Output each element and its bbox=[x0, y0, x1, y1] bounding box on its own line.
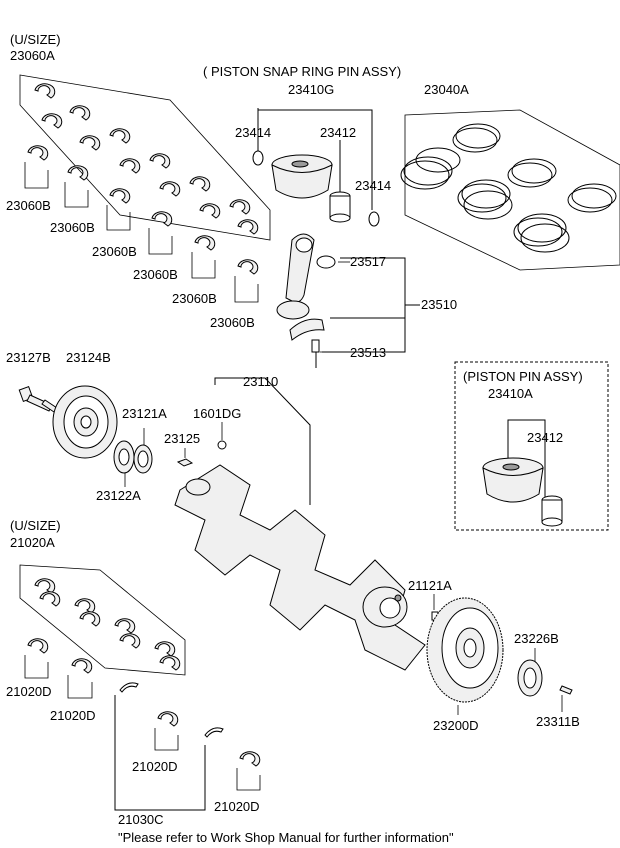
snap-ring-left bbox=[252, 150, 264, 166]
woodruff-key bbox=[176, 458, 194, 467]
label-23412-b: 23412 bbox=[527, 430, 563, 445]
label-23414-a: 23414 bbox=[235, 125, 271, 140]
piston-snap-ring-pin-assy bbox=[252, 108, 380, 227]
piston-pin-assy-box bbox=[454, 361, 609, 531]
piston-pin-lower bbox=[541, 495, 563, 527]
label-23410G: 23410G bbox=[288, 82, 334, 97]
label-23200D: 23200D bbox=[433, 718, 479, 733]
label-23410A: 23410A bbox=[488, 386, 533, 401]
crankshaft-pulley bbox=[52, 385, 118, 459]
dowel-pin bbox=[217, 440, 227, 450]
label-23060A: 23060A bbox=[10, 48, 55, 63]
label-23226B: 23226B bbox=[514, 631, 559, 646]
label-21020A: 21020A bbox=[10, 535, 55, 550]
footer-note: "Please refer to Work Shop Manual for fu… bbox=[118, 830, 454, 845]
label-23127B: 23127B bbox=[6, 350, 51, 365]
label-23517: 23517 bbox=[350, 254, 386, 269]
label-23060B-6: 23060B bbox=[210, 315, 255, 330]
label-21020D-1: 21020D bbox=[6, 684, 52, 699]
adaptor-plate bbox=[517, 648, 543, 697]
label-23510: 23510 bbox=[421, 297, 457, 312]
bearing-shell-group bbox=[34, 83, 259, 235]
snap-ring-right bbox=[368, 211, 380, 227]
piston-pin-upper bbox=[329, 191, 351, 223]
label-21020D-3: 21020D bbox=[132, 759, 178, 774]
piston-ring-set bbox=[400, 109, 620, 271]
label-23125: 23125 bbox=[164, 431, 200, 446]
label-21121A: 21121A bbox=[408, 578, 452, 593]
label-23121A: 23121A bbox=[122, 406, 167, 421]
upper-bearing-set bbox=[19, 74, 271, 303]
small-end-bushing bbox=[316, 255, 336, 269]
label-1601DG: 1601DG bbox=[193, 406, 241, 421]
crankshaft-bolt bbox=[18, 386, 58, 413]
label-23060B-2: 23060B bbox=[50, 220, 95, 235]
lower-bearing-set bbox=[19, 564, 261, 791]
label-23412-a: 23412 bbox=[320, 125, 356, 140]
label-21030C: 21030C bbox=[118, 812, 164, 827]
label-23060B-1: 23060B bbox=[6, 198, 51, 213]
label-piston-snap-title: ( PISTON SNAP RING PIN ASSY) bbox=[203, 64, 401, 79]
label-23414-b: 23414 bbox=[355, 178, 391, 193]
label-21020D-4: 21020D bbox=[214, 799, 260, 814]
label-21020D-2: 21020D bbox=[50, 708, 96, 723]
rod-bolt bbox=[311, 339, 320, 353]
crankshaft bbox=[174, 377, 426, 671]
label-23311B: 23311B bbox=[536, 714, 580, 729]
label-23110: 23110 bbox=[243, 374, 278, 389]
flywheel bbox=[426, 597, 504, 703]
label-usize-top: (U/SIZE) bbox=[10, 32, 61, 47]
label-23122A: 23122A bbox=[96, 488, 141, 503]
label-23040A: 23040A bbox=[424, 82, 469, 97]
label-23124B: 23124B bbox=[66, 350, 111, 365]
flywheel-bolt bbox=[559, 685, 573, 712]
thrust-washers bbox=[114, 682, 224, 811]
label-23060B-5: 23060B bbox=[172, 291, 217, 306]
label-23060B-4: 23060B bbox=[133, 267, 178, 282]
label-piston-pin-title: (PISTON PIN ASSY) bbox=[463, 369, 583, 384]
label-usize-bottom: (U/SIZE) bbox=[10, 518, 61, 533]
timing-sprocket bbox=[113, 428, 153, 487]
label-23060B-3: 23060B bbox=[92, 244, 137, 259]
label-23513: 23513 bbox=[350, 345, 386, 360]
connecting-rod bbox=[276, 233, 420, 368]
piston-upper bbox=[271, 154, 333, 199]
piston-lower bbox=[482, 457, 544, 503]
